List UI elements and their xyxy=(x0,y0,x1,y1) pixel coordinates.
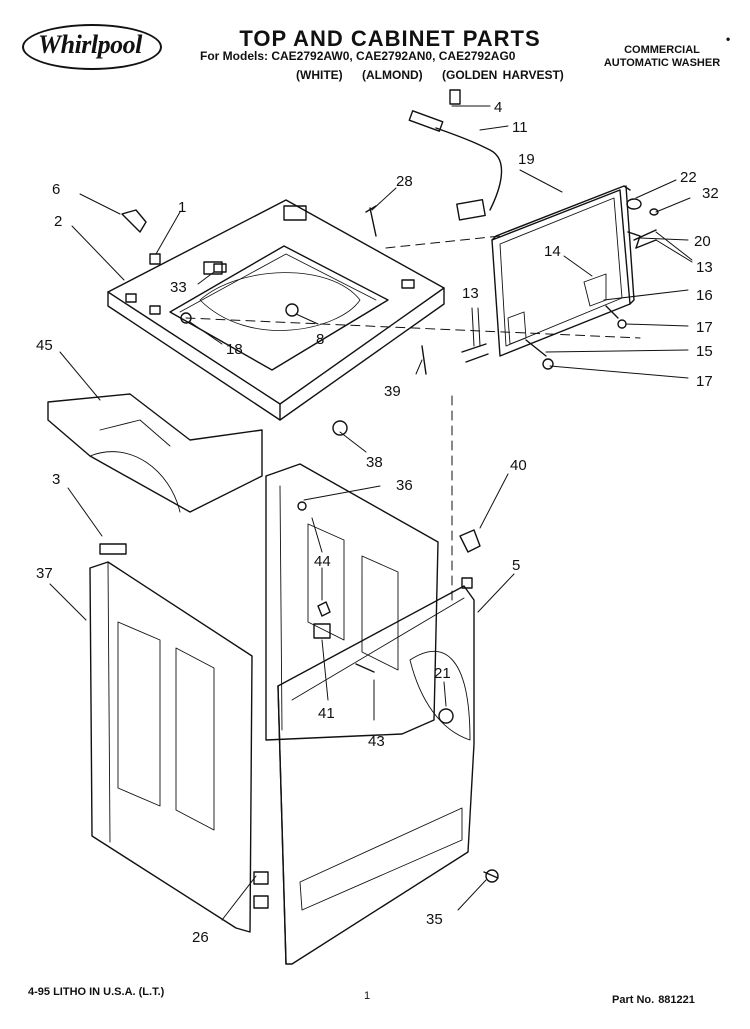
callout-16: 16 xyxy=(696,287,713,304)
part-number-value: 881221 xyxy=(658,994,695,1006)
callout-5: 5 xyxy=(512,557,520,574)
logo-text: Whirlpool xyxy=(38,30,142,59)
callout-43: 43 xyxy=(368,733,385,750)
panel-hardware xyxy=(313,529,499,883)
rear-panel xyxy=(265,463,439,741)
callout-38: 38 xyxy=(366,454,383,471)
part-number: Part No.881221 xyxy=(612,994,695,1006)
part-number-label: Part No. xyxy=(612,994,655,1006)
callout-33: 33 xyxy=(170,279,187,296)
callout-18: 18 xyxy=(226,341,243,358)
callout-14: 14 xyxy=(544,243,561,260)
callout-41: 41 xyxy=(318,705,335,722)
whirlpool-logo: Whirlpool xyxy=(20,22,170,72)
color-golden-harvest: (GOLDEN HARVEST) xyxy=(442,68,564,82)
models-line: For Models: CAE2792AW0, CAE2792AN0, CAE2… xyxy=(200,49,515,63)
lid-assembly xyxy=(491,185,635,357)
callout-11: 11 xyxy=(512,119,528,136)
callout-39: 39 xyxy=(384,383,401,400)
callout-21: 21 xyxy=(434,665,451,682)
callout-3: 3 xyxy=(52,471,60,488)
lid-switch-harness xyxy=(408,89,503,221)
product-line-2: AUTOMATIC WASHER xyxy=(603,57,721,69)
cabinet-top xyxy=(107,199,445,421)
callout-28: 28 xyxy=(396,173,413,190)
callout-6: 6 xyxy=(52,181,60,198)
page-number: 1 xyxy=(364,990,371,1002)
product-type: COMMERCIAL AUTOMATIC WASHER xyxy=(592,44,732,70)
callout-8: 8 xyxy=(316,331,324,348)
callout-35: 35 xyxy=(426,911,443,928)
callout-36: 36 xyxy=(396,477,413,494)
color-white: (WHITE) xyxy=(296,68,343,82)
callout-19: 19 xyxy=(518,151,535,168)
callout-1: 1 xyxy=(178,199,186,216)
left-side-panel xyxy=(89,543,269,933)
callout-45: 45 xyxy=(36,337,53,354)
product-line-1: COMMERCIAL xyxy=(624,44,700,56)
page-title: TOP AND CABINET PARTS xyxy=(239,26,541,51)
colors-line: (WHITE) (ALMOND) (GOLDEN HARVEST) xyxy=(296,68,578,82)
callout-labels: 4 11 19 22 32 6 28 1 2 20 13 33 14 16 13… xyxy=(36,99,719,946)
callout-2: 2 xyxy=(54,213,62,230)
callout-37: 37 xyxy=(36,565,53,582)
callout-40: 40 xyxy=(510,457,527,474)
assembly-lines xyxy=(185,235,641,601)
color-almond: (ALMOND) xyxy=(362,68,423,82)
models-list: CAE2792AW0, CAE2792AN0, CAE2792AG0 xyxy=(271,49,516,63)
callout-22: 22 xyxy=(680,169,697,186)
callout-32: 32 xyxy=(702,185,719,202)
callout-20: 20 xyxy=(694,233,711,250)
leader-lines xyxy=(49,105,693,921)
litho-note: 4-95 LITHO IN U.S.A. (L.T.) xyxy=(28,986,165,998)
models-label: For Models: xyxy=(200,49,268,63)
right-side-panel xyxy=(277,577,475,965)
callout-13-right: 13 xyxy=(696,259,713,276)
callout-17-upper: 17 xyxy=(696,319,713,336)
callout-15: 15 xyxy=(696,343,713,360)
callout-17-lower: 17 xyxy=(696,373,713,390)
corner-mark: • xyxy=(726,32,731,46)
front-shield xyxy=(47,393,263,513)
logo-ellipse xyxy=(22,24,162,70)
callout-26: 26 xyxy=(192,929,209,946)
callout-44: 44 xyxy=(314,553,331,570)
callout-13-left: 13 xyxy=(462,285,479,302)
callout-4: 4 xyxy=(494,99,502,116)
